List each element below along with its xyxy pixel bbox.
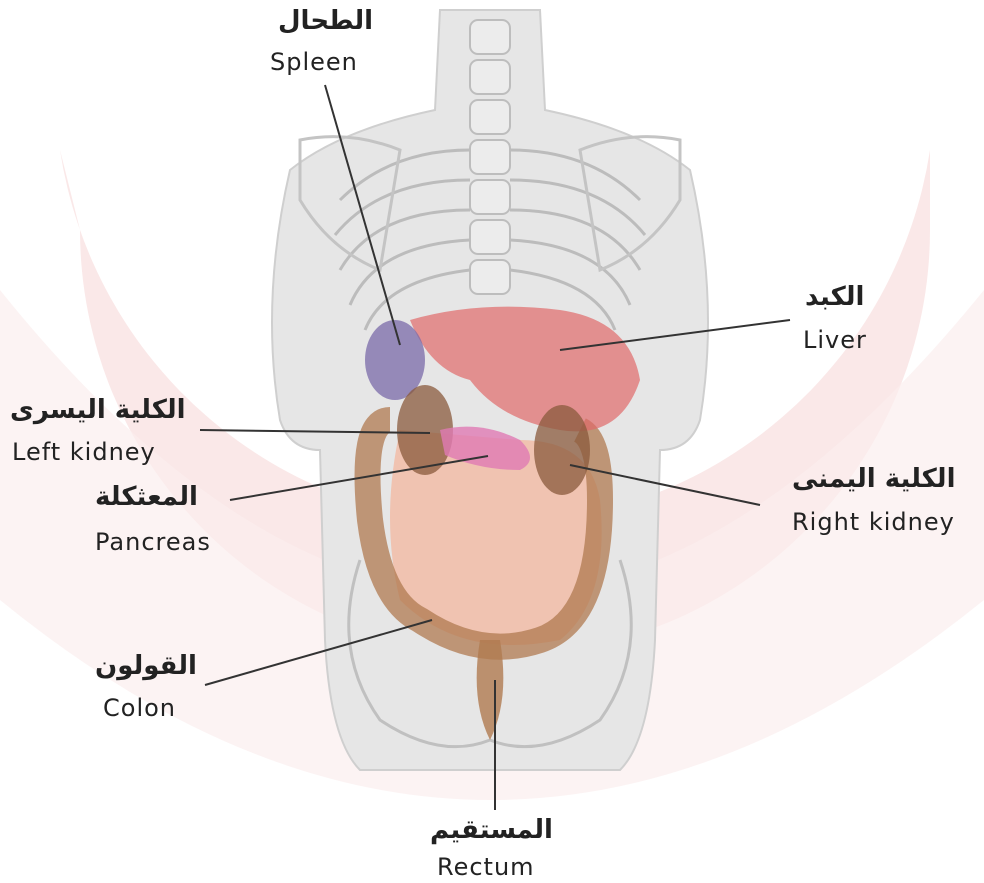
colon-label-en: Colon	[103, 694, 176, 722]
rectum-label-ar: المستقيم	[430, 815, 553, 845]
liver-label-ar: الكبد	[805, 282, 864, 312]
right-kidney-label-ar: الكلية اليمنى	[792, 464, 955, 494]
left-kidney-label-ar: الكلية اليسرى	[10, 395, 186, 425]
pancreas-label-ar: المعثكلة	[95, 482, 198, 512]
spine	[470, 20, 510, 294]
pancreas-label-en: Pancreas	[95, 528, 211, 556]
liver-label-en: Liver	[803, 326, 867, 354]
colon-label-ar: القولون	[95, 651, 197, 681]
right-kidney-shape	[534, 405, 590, 495]
spleen-label-en: Spleen	[270, 48, 358, 76]
rectum-label-en: Rectum	[437, 853, 535, 881]
spleen-label-ar: الطحال	[278, 6, 373, 36]
right-kidney-label-en: Right kidney	[792, 508, 955, 536]
left-kidney-label-en: Left kidney	[12, 438, 156, 466]
